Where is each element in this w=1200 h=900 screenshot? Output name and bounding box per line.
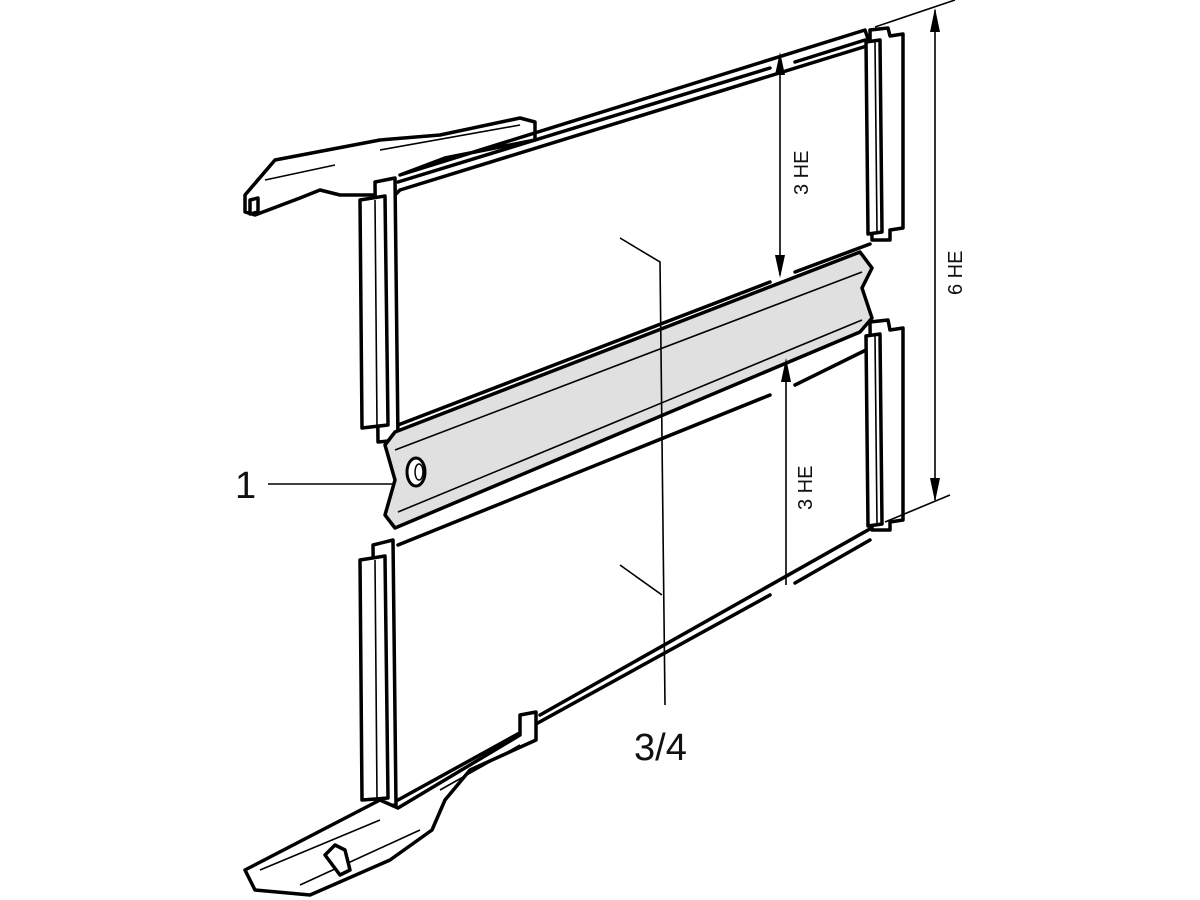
lower-right-guide [864, 318, 905, 532]
upper-panel [396, 38, 872, 427]
upper-right-guide [864, 26, 905, 242]
dimensions [775, 0, 956, 585]
lower-panel [396, 348, 902, 802]
label-part-3-4: 3/4 [634, 727, 687, 769]
bottom-rail [243, 710, 538, 897]
label-dim-upper: 3 HE [791, 151, 813, 195]
top-rail [243, 28, 872, 217]
leaders [268, 237, 666, 706]
label-part-1: 1 [235, 465, 256, 507]
label-dim-total: 6 HE [945, 251, 967, 295]
upper-left-guide [358, 176, 400, 444]
middle-rail [383, 250, 874, 530]
lower-left-guide [358, 538, 398, 809]
label-dim-lower: 3 HE [795, 466, 817, 510]
